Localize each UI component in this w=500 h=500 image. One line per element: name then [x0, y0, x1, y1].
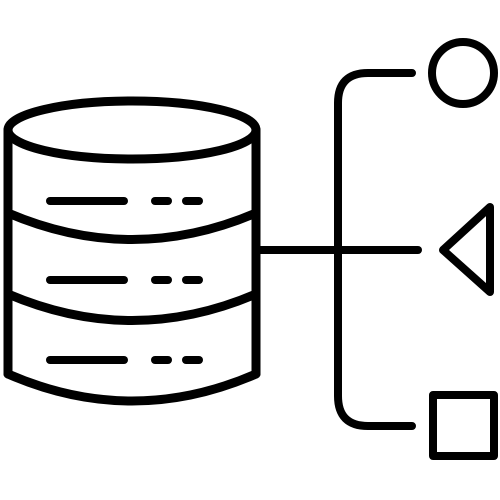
database-divider-2 [3, 289, 261, 325]
database-bottom [3, 369, 261, 406]
circle-shape-icon [428, 38, 498, 108]
database-icon [3, 96, 261, 406]
square-shape-icon [429, 391, 498, 460]
triangle-shape-icon [439, 203, 494, 296]
database-top-ellipse [3, 96, 261, 164]
connector-bracket [334, 69, 416, 430]
connector-icon [252, 69, 422, 430]
database-divider-1 [3, 208, 261, 244]
